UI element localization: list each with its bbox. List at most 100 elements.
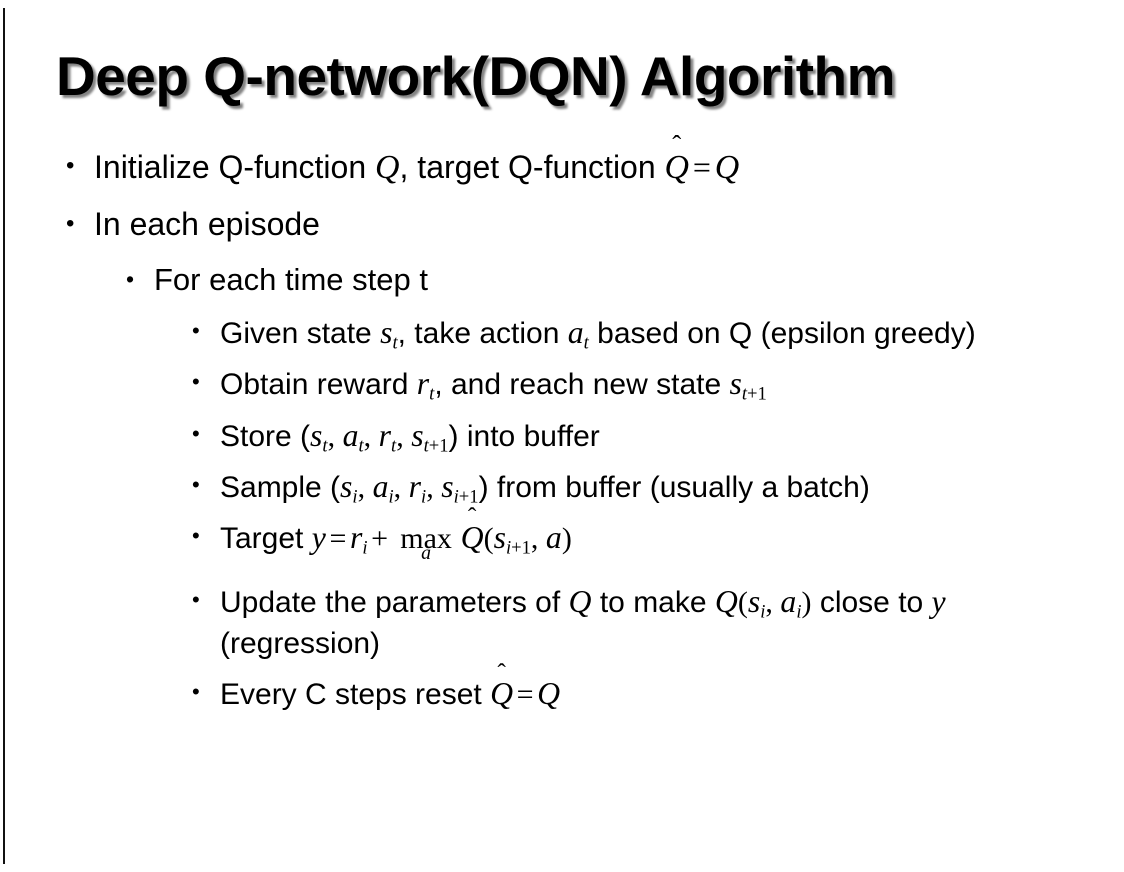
math-subscript-i: i (760, 601, 766, 623)
math-subscript-i-plus-1: i+1 (454, 486, 479, 507)
text-segment: close to (811, 586, 932, 620)
math-subscript-i: i (796, 601, 802, 623)
math-subscript-t: t (392, 332, 398, 354)
math-subscript-t-plus-1: t+1 (424, 435, 449, 456)
bullet-in-each-episode-text: In each episode (94, 206, 320, 243)
subscript-offset: +1 (511, 537, 531, 559)
subscript-index: t (423, 435, 429, 457)
math-var-s-next: s (441, 468, 454, 504)
bullet-reset-target: • Every C steps reset ̂Q=Q (0, 673, 1124, 715)
math-var-q: Q (537, 675, 561, 711)
subscript-index: i (505, 537, 512, 559)
math-var-s: s (310, 417, 323, 453)
bullet-given-state: • Given state st, take action at based o… (0, 312, 1124, 354)
max-operator-limit: a (421, 542, 432, 565)
math-var-y: y (931, 584, 946, 620)
math-var-q2: Q (714, 149, 740, 186)
math-var-a: a (567, 314, 584, 350)
math-var-r: r (378, 417, 392, 453)
bullet-reset-target-text: Every C steps reset ̂Q=Q (220, 673, 1098, 715)
bullet-dot-icon: • (192, 678, 200, 704)
math-var-q-hat: ̂Q (461, 517, 484, 559)
math-var-q-base: Q (490, 675, 514, 711)
math-var-q2: Q (714, 584, 738, 620)
math-var-r: r (349, 520, 363, 556)
math-subscript-t-plus-1: t+1 (742, 384, 767, 405)
bullet-store-buffer-text: Store (st, at, rt, st+1) into buffer (220, 415, 1098, 457)
subscript-index: t (741, 383, 748, 405)
bullet-update-parameters: • Update the parameters of Q to make Q(s… (0, 581, 1124, 663)
bullet-dot-icon: • (192, 420, 200, 446)
math-var-y: y (311, 520, 326, 556)
math-separator: , (363, 419, 379, 453)
math-var-r: r (408, 468, 422, 504)
math-subscript-i: i (352, 486, 358, 508)
math-paren-close: ) (801, 586, 812, 620)
math-paren-open: ( (483, 522, 494, 556)
subscript-index: i (453, 486, 459, 508)
math-subscript-i: i (388, 486, 394, 508)
bullet-initialize: • Initialize Q-function Q, target Q-func… (0, 146, 1124, 190)
math-paren-open: ( (737, 586, 748, 620)
text-segment: Initialize Q-function (94, 149, 376, 185)
bullet-dot-icon: • (192, 587, 200, 613)
bullet-for-each-time-step-text: For each time step t (154, 261, 428, 297)
math-var-s: s (380, 314, 393, 350)
math-separator: , (765, 586, 781, 620)
slide-body: • Initialize Q-function Q, target Q-func… (0, 146, 1124, 724)
bullet-in-each-episode: • In each episode (0, 204, 1124, 246)
math-separator: , (327, 419, 343, 453)
bullet-store-buffer: • Store (st, at, rt, st+1) into buffer (0, 415, 1124, 457)
bullet-for-each-time-step: • For each time step t (0, 260, 1124, 300)
text-segment: , take action (397, 316, 568, 350)
math-subscript-t: t (429, 383, 435, 405)
bullet-dot-icon: • (192, 317, 200, 343)
math-subscript-i-plus-1: i+1 (506, 538, 531, 559)
bullet-update-parameters-text: Update the parameters of Q to make Q(si,… (220, 581, 1098, 663)
bullet-sample-buffer: • Sample (si, ai, ri, si+1) from buffer … (0, 466, 1124, 508)
page-title: Deep Q-network(DQN) Algorithm (56, 45, 896, 107)
text-segment: Update the parameters of (220, 586, 569, 620)
text-segment: ) into buffer (448, 419, 600, 453)
text-segment: , target Q-function (399, 149, 665, 185)
bullet-dot-icon: • (192, 471, 200, 497)
math-subscript-i: i (362, 537, 368, 559)
text-segment: based on Q (epsilon greedy) (588, 316, 976, 350)
math-var-s: s (340, 468, 353, 504)
math-var-q-hat: ̂Q (490, 673, 513, 715)
math-var-q: Q (375, 149, 400, 186)
subscript-offset: +1 (747, 383, 767, 405)
bullet-target-text: Target y=ri+maxâQ(si+1, a) (220, 517, 1098, 563)
math-separator: , (530, 522, 546, 556)
math-subscript-t: t (583, 332, 589, 354)
bullet-dot-icon: • (66, 210, 75, 238)
math-paren-close: ) (561, 522, 572, 556)
bullet-obtain-reward-text: Obtain reward rt, and reach new state st… (220, 363, 1098, 405)
math-var-s: s (729, 366, 742, 402)
bullet-dot-icon: • (66, 152, 75, 179)
max-operator-name: max (400, 522, 452, 556)
math-var-r: r (416, 366, 430, 402)
bullet-target: • Target y=ri+maxâQ(si+1, a) (0, 517, 1124, 563)
text-segment: to make (591, 586, 715, 620)
math-subscript-t: t (322, 435, 328, 457)
text-segment: , and reach new state (434, 368, 730, 402)
subscript-offset: +1 (458, 486, 479, 508)
math-var-a: a (780, 584, 797, 620)
math-subscript-i: i (421, 486, 427, 508)
math-subscript-t: t (391, 435, 397, 457)
math-equals: = (692, 149, 711, 185)
math-var-s: s (493, 520, 506, 556)
math-separator: , (396, 419, 412, 453)
slide-left-edge (3, 8, 5, 864)
text-segment: Obtain reward (220, 368, 417, 402)
math-separator: , (393, 470, 409, 504)
text-segment: Target (220, 522, 312, 556)
text-segment: Given state (220, 316, 381, 350)
text-segment: Every C steps reset (220, 677, 491, 711)
math-var-q-base: Q (664, 149, 690, 186)
bullet-given-state-text: Given state st, take action at based on … (220, 312, 1098, 354)
text-segment: Sample ( (220, 470, 341, 504)
